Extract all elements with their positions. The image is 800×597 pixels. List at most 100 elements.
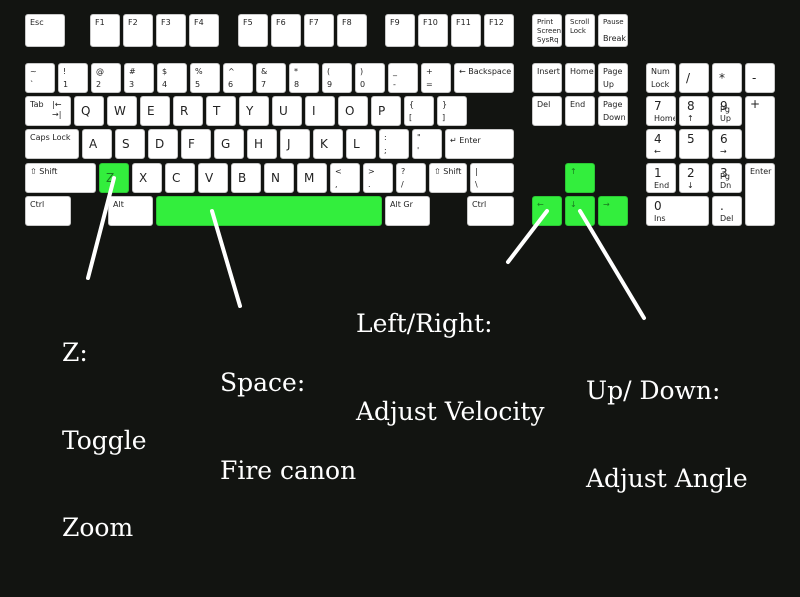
- caption-z-line2: Zoom: [62, 513, 134, 542]
- caption-left-right-key: Left/Right:: [356, 309, 493, 338]
- caption-left-right: Left/Right: Adjust Velocity: [356, 255, 545, 480]
- key-semicolon: :;: [379, 129, 409, 159]
- key-minus: _-: [388, 63, 418, 93]
- key-f8: F8: [337, 14, 367, 47]
- key-arrow-down: ↓: [565, 196, 595, 226]
- key-numpad-6: 6→: [712, 129, 742, 159]
- key-y: Y: [239, 96, 269, 126]
- keyboard-diagram: Esc F1 F2 F3 F4 F5 F6 F7 F8 F9 F10 F11 F…: [25, 14, 775, 541]
- key-f10: F10: [418, 14, 448, 47]
- key-arrow-up: ↑: [565, 163, 595, 193]
- caption-z-key: Z:: [62, 338, 88, 367]
- key-q: Q: [74, 96, 104, 126]
- key-left-shift: ⇧ Shift: [25, 163, 96, 193]
- key-o: O: [338, 96, 368, 126]
- key-0: )0: [355, 63, 385, 93]
- key-h: H: [247, 129, 277, 159]
- key-delete: Del: [532, 96, 562, 126]
- caption-space: Space: Fire canon: [220, 314, 356, 539]
- key-5: %5: [190, 63, 220, 93]
- key-f: F: [181, 129, 211, 159]
- caption-up-down: Up/ Down: Adjust Angle: [586, 322, 748, 547]
- key-f5: F5: [238, 14, 268, 47]
- key-esc: Esc: [25, 14, 65, 47]
- key-enter: ↵ Enter: [445, 129, 514, 159]
- key-left-ctrl: Ctrl: [25, 196, 71, 226]
- key-insert: Insert: [532, 63, 562, 93]
- key-arrow-right: →: [598, 196, 628, 226]
- key-s: S: [115, 129, 145, 159]
- caption-space-key: Space:: [220, 368, 306, 397]
- key-quote: "': [412, 129, 442, 159]
- key-m: M: [297, 163, 327, 193]
- key-3: #3: [124, 63, 154, 93]
- key-f4: F4: [189, 14, 219, 47]
- key-backslash: |\: [470, 163, 514, 193]
- key-equal: +=: [421, 63, 451, 93]
- callout-line-z: [86, 176, 116, 280]
- key-f12: F12: [484, 14, 514, 47]
- key-f1: F1: [90, 14, 120, 47]
- key-numpad-4: 4←: [646, 129, 676, 159]
- key-right-bracket: }]: [437, 96, 467, 126]
- caption-z: Z: Toggle Zoom: [62, 284, 147, 597]
- key-z: Z: [99, 163, 129, 193]
- key-7: &7: [256, 63, 286, 93]
- key-f6: F6: [271, 14, 301, 47]
- key-e: E: [140, 96, 170, 126]
- key-alt-gr: Alt Gr: [385, 196, 430, 226]
- key-right-ctrl: Ctrl: [467, 196, 514, 226]
- key-a: A: [82, 129, 112, 159]
- key-left-bracket: {[: [404, 96, 434, 126]
- key-c: C: [165, 163, 195, 193]
- caption-up-down-key: Up/ Down:: [586, 376, 721, 405]
- key-6: ^6: [223, 63, 253, 93]
- key-backspace: ← Backspace: [454, 63, 514, 93]
- key-left-alt: Alt: [108, 196, 153, 226]
- caption-up-down-action: Adjust Angle: [586, 463, 748, 493]
- key-arrow-left: ←: [532, 196, 562, 226]
- key-j: J: [280, 129, 310, 159]
- key-f3: F3: [156, 14, 186, 47]
- key-numpad-decimal: .Del: [712, 196, 742, 226]
- key-v: V: [198, 163, 228, 193]
- key-numpad-plus: +: [745, 96, 775, 159]
- key-8: *8: [289, 63, 319, 93]
- key-u: U: [272, 96, 302, 126]
- key-f9: F9: [385, 14, 415, 47]
- key-numpad-enter: Enter: [745, 163, 775, 226]
- key-f7: F7: [304, 14, 334, 47]
- key-home: Home: [565, 63, 595, 93]
- key-d: D: [148, 129, 178, 159]
- key-b: B: [231, 163, 261, 193]
- key-space: [156, 196, 382, 226]
- key-g: G: [214, 129, 244, 159]
- key-numpad-5: 5: [679, 129, 709, 159]
- key-f2: F2: [123, 14, 153, 47]
- key-k: K: [313, 129, 343, 159]
- key-4: $4: [157, 63, 187, 93]
- key-comma: <,: [330, 163, 360, 193]
- key-1: !1: [58, 63, 88, 93]
- caption-space-action: Fire canon: [220, 455, 357, 485]
- caption-left-right-action: Adjust Velocity: [356, 396, 545, 426]
- key-x: X: [132, 163, 162, 193]
- key-r: R: [173, 96, 203, 126]
- key-end: End: [565, 96, 595, 126]
- key-tilde: ~`: [25, 63, 55, 93]
- callout-line-up-down: [578, 209, 646, 320]
- key-tab: Tab|←→|: [25, 96, 71, 126]
- key-numpad-8: 8↑: [679, 96, 709, 126]
- key-w: W: [107, 96, 137, 126]
- key-numpad-multiply: *: [712, 63, 742, 93]
